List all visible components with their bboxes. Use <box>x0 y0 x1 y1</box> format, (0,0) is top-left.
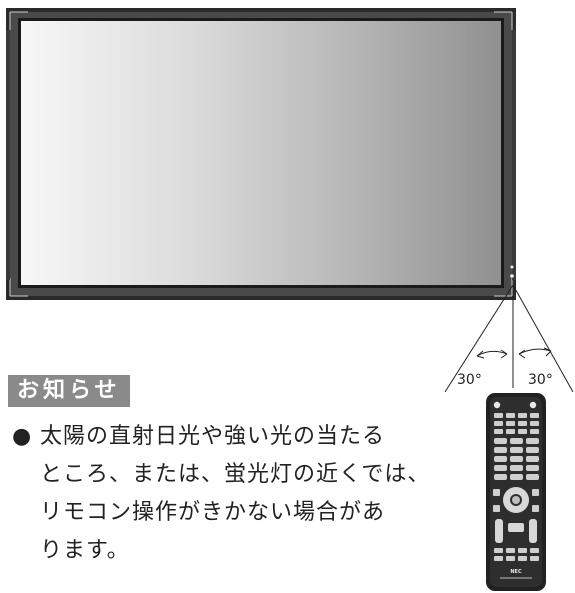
notice-text: 太陽の直射日光や強い光の当たる ところ、または、蛍光灯の近くでは、 リモコン操作… <box>40 424 431 563</box>
angle-label-left: 30° <box>457 372 482 388</box>
notice-body: ● 太陽の直射日光や強い光の当たる ところ、または、蛍光灯の近くでは、 リモコン… <box>12 418 432 570</box>
angle-label-right: 30° <box>528 372 553 388</box>
remote-control: NEC <box>486 393 546 591</box>
remote-brand-logo: NEC <box>510 569 522 575</box>
monitor-display <box>6 8 516 300</box>
notice-heading: お知らせ <box>8 375 130 407</box>
remote-sensor-icon <box>510 265 514 269</box>
bullet-icon: ● <box>12 424 32 449</box>
sensor-range-lines <box>444 284 574 393</box>
remote-power-button <box>493 401 501 409</box>
monitor-screen <box>21 21 501 285</box>
